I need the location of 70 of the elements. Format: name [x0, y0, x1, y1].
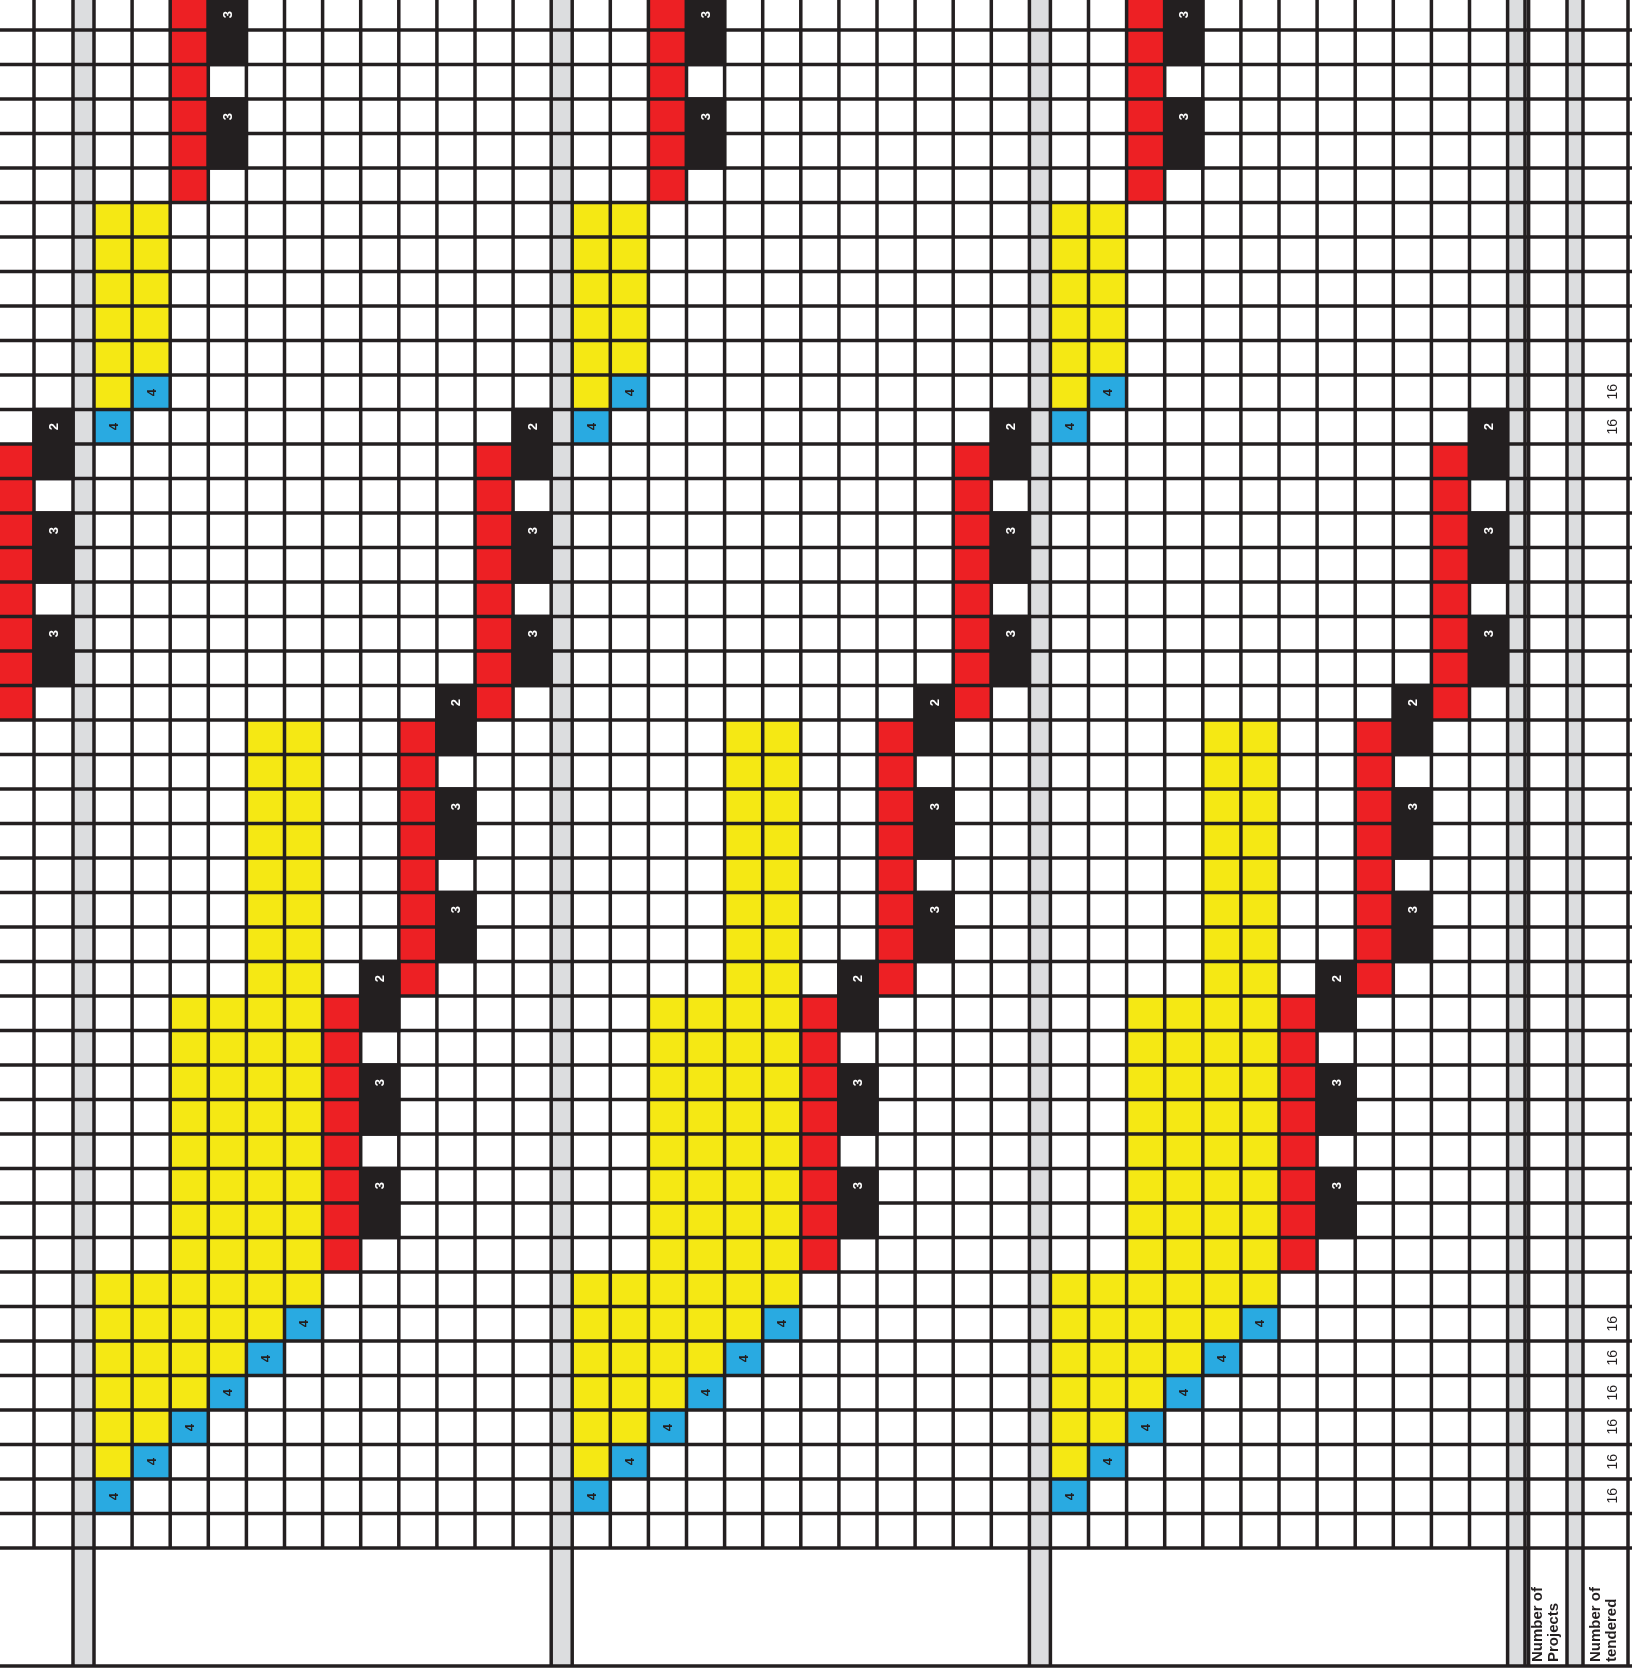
count-label: 4: [775, 1320, 789, 1328]
count-label: 4: [1177, 1389, 1191, 1397]
count-label: 2: [449, 699, 463, 707]
count-label: 4: [1101, 1458, 1115, 1466]
count-label: 4: [106, 1492, 120, 1500]
count-label: 3: [1329, 1078, 1343, 1086]
count-label: 3: [373, 1182, 387, 1190]
count-label: 4: [1253, 1320, 1267, 1328]
count-label: 4: [737, 1354, 751, 1362]
column-header: Number of tendered: [1587, 1586, 1619, 1662]
count-label: 4: [258, 1354, 272, 1362]
row-total-label: 16: [1605, 1488, 1619, 1505]
row-total-label: 16: [1605, 1350, 1619, 1367]
count-label: 3: [1329, 1182, 1343, 1190]
count-label: 3: [699, 11, 713, 19]
count-label: 3: [47, 630, 60, 638]
count-label: 3: [927, 906, 941, 914]
count-label: 3: [525, 526, 539, 534]
count-label: 3: [1177, 11, 1191, 19]
row-total-label: 16: [1605, 1419, 1619, 1436]
count-label: 3: [1482, 526, 1496, 534]
row-total-label: 16: [1605, 384, 1619, 401]
count-label: 3: [47, 526, 60, 534]
count-label: 4: [1062, 1492, 1076, 1500]
count-label: 3: [1177, 112, 1191, 120]
count-label: 3: [927, 802, 941, 810]
count-label: 2: [1003, 423, 1017, 431]
count-label: 4: [297, 1320, 311, 1328]
count-label: 3: [1405, 906, 1419, 914]
count-label: 3: [1003, 630, 1017, 638]
count-label: 4: [1139, 1423, 1153, 1431]
count-label: 3: [699, 112, 713, 120]
row-total-label: 16: [1605, 418, 1619, 435]
count-label: 3: [220, 112, 234, 120]
count-label: 3: [851, 1182, 865, 1190]
count-label: 3: [220, 11, 234, 19]
row-total-label: 16: [1605, 1453, 1619, 1470]
count-label: 3: [1482, 630, 1496, 638]
count-label: 4: [220, 1389, 234, 1397]
count-label: 3: [1405, 802, 1419, 810]
count-label: 4: [1101, 388, 1115, 396]
count-label: 4: [699, 1389, 713, 1397]
column-header: Number of Projects: [1529, 1586, 1561, 1662]
count-label: 2: [47, 423, 60, 431]
count-label: 4: [1062, 423, 1076, 431]
count-label: 4: [584, 1492, 598, 1500]
count-label: 2: [927, 699, 941, 707]
count-label: 4: [182, 1423, 196, 1431]
count-label: 3: [525, 630, 539, 638]
count-label: 2: [1405, 699, 1419, 707]
count-label: 4: [1215, 1354, 1229, 1362]
count-label: 3: [373, 1078, 387, 1086]
count-label: 3: [449, 802, 463, 810]
count-label: 4: [144, 1458, 158, 1466]
row-total-label: 16: [1605, 1384, 1619, 1401]
count-label: 4: [622, 388, 636, 396]
count-label: 4: [106, 423, 120, 431]
count-label: 4: [584, 423, 598, 431]
count-label: 3: [449, 906, 463, 914]
count-label: 4: [622, 1458, 636, 1466]
count-label: 4: [660, 1423, 674, 1431]
count-label: 2: [1482, 423, 1496, 431]
count-label: 2: [525, 423, 539, 431]
count-label: 2: [851, 975, 865, 983]
count-label: 2: [373, 975, 387, 983]
count-label: 3: [851, 1078, 865, 1086]
count-label: 2: [1329, 975, 1343, 983]
count-label: 4: [144, 388, 158, 396]
count-label: 3: [1003, 526, 1017, 534]
row-total-label: 16: [1605, 1315, 1619, 1332]
